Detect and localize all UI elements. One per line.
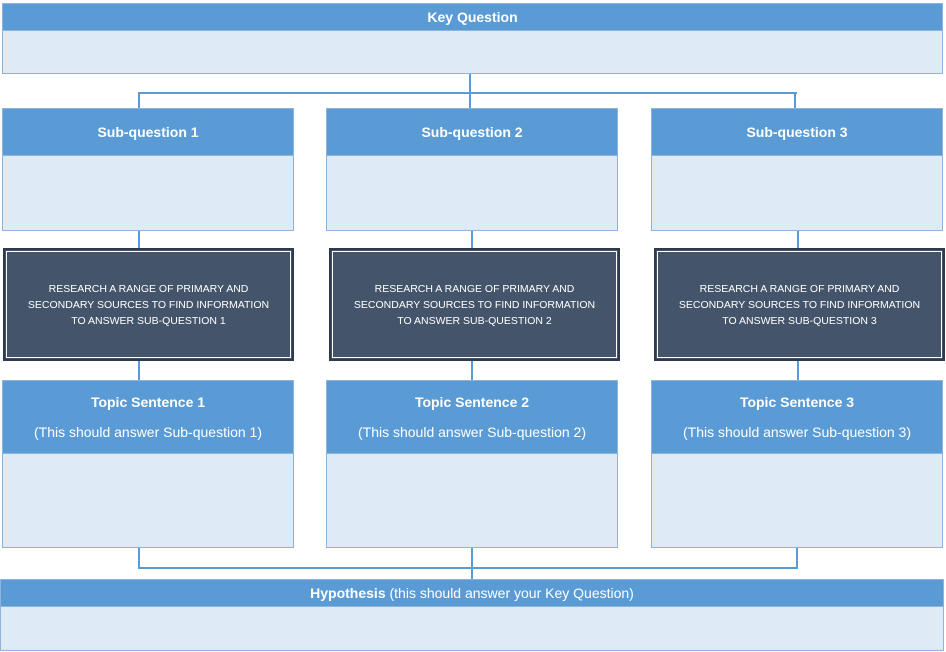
research-1-box: RESEARCH A RANGE OF PRIMARY AND SECONDAR… xyxy=(3,248,294,361)
key-question-title: Key Question xyxy=(427,9,518,25)
research-text: RESEARCH A RANGE OF PRIMARY AND SECONDAR… xyxy=(27,282,270,327)
key-question-input-box[interactable] xyxy=(2,31,943,74)
sub-question-title: Sub-question 1 xyxy=(97,124,199,140)
topic-sentence-3-header: Topic Sentence 3 (This should answer Sub… xyxy=(651,380,943,454)
topic-sentence-title: Topic Sentence 3 xyxy=(739,394,855,410)
connector xyxy=(796,548,798,569)
research-3-box: RESEARCH A RANGE OF PRIMARY AND SECONDAR… xyxy=(654,248,945,361)
research-text: RESEARCH A RANGE OF PRIMARY AND SECONDAR… xyxy=(353,282,596,327)
connector xyxy=(471,230,473,250)
connector xyxy=(138,230,140,250)
hypothesis-input-box[interactable] xyxy=(0,607,944,651)
connector xyxy=(471,360,473,381)
topic-sentence-2-input-box[interactable] xyxy=(326,454,618,548)
connector xyxy=(138,567,798,569)
sub-question-2-input-box[interactable] xyxy=(326,156,618,231)
sub-question-3-header: Sub-question 3 xyxy=(651,108,943,156)
hypothesis-header: Hypothesis (this should answer your Key … xyxy=(0,579,944,607)
connector xyxy=(469,73,471,108)
connector xyxy=(794,92,796,108)
topic-sentence-hint: (This should answer Sub-question 2) xyxy=(357,424,586,440)
connector xyxy=(138,548,140,569)
sub-question-title: Sub-question 3 xyxy=(746,124,848,140)
hypothesis-title: Hypothesis xyxy=(310,585,386,601)
topic-sentence-2-header: Topic Sentence 2 (This should answer Sub… xyxy=(326,380,618,454)
topic-sentence-3-input-box[interactable] xyxy=(651,454,943,548)
topic-sentence-title: Topic Sentence 2 xyxy=(414,394,530,410)
connector xyxy=(138,92,797,94)
key-question-header: Key Question xyxy=(2,3,943,31)
topic-sentence-hint: (This should answer Sub-question 3) xyxy=(682,424,911,440)
connector xyxy=(797,230,799,250)
topic-sentence-title: Topic Sentence 1 xyxy=(90,394,206,410)
hypothesis-hint: (this should answer your Key Question) xyxy=(389,585,634,601)
connector xyxy=(797,360,799,381)
research-text: RESEARCH A RANGE OF PRIMARY AND SECONDAR… xyxy=(678,282,921,327)
topic-sentence-hint: (This should answer Sub-question 1) xyxy=(33,424,262,440)
research-2-box: RESEARCH A RANGE OF PRIMARY AND SECONDAR… xyxy=(329,248,620,361)
connector xyxy=(471,548,473,579)
sub-question-2-header: Sub-question 2 xyxy=(326,108,618,156)
sub-question-3-input-box[interactable] xyxy=(651,156,943,231)
sub-question-1-header: Sub-question 1 xyxy=(2,108,294,156)
sub-question-1-input-box[interactable] xyxy=(2,156,294,231)
connector xyxy=(138,92,140,108)
topic-sentence-1-header: Topic Sentence 1 (This should answer Sub… xyxy=(2,380,294,454)
connector xyxy=(138,360,140,381)
topic-sentence-1-input-box[interactable] xyxy=(2,454,294,548)
sub-question-title: Sub-question 2 xyxy=(421,124,523,140)
